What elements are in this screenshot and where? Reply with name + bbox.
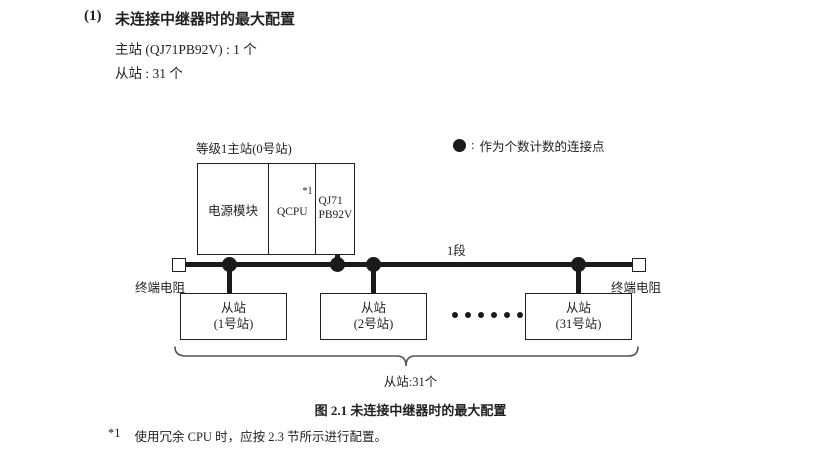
segment-label: 1段 [447, 244, 466, 258]
master-rack: 电源模块 QCPU *1 QJ71 PB92V [197, 163, 355, 255]
network-module-line2: PB92V [318, 209, 353, 221]
master-station-label: 等级1主站(0号站) [196, 142, 292, 156]
terminator-left-icon [172, 258, 186, 272]
slave-name-2: 从站 [360, 300, 386, 315]
legend-label: 作为个数计数的连接点 [479, 140, 605, 154]
terminator-right-icon [632, 258, 646, 272]
ellipsis-dot [478, 312, 484, 318]
slave-name-1: 从站 [220, 300, 246, 315]
slave-box-2: 从站 (2号站) [320, 293, 427, 340]
slave-drop-line-31 [576, 264, 581, 294]
slave-drop-line-1 [227, 264, 232, 294]
slave-station-31: (31号站) [555, 316, 602, 331]
ellipsis-dot [491, 312, 497, 318]
network-module-cell: QJ71 PB92V [316, 164, 354, 254]
ellipsis-dot [504, 312, 510, 318]
brace-label: 从站:31个 [383, 375, 438, 389]
slave-drop-line-2 [371, 264, 376, 294]
footnote: *1 使用冗余 CPU 时，应按 2.3 节所示进行配置。 [108, 426, 387, 445]
slave-station-2: (2号站) [353, 316, 394, 331]
bus-trunk-line [180, 262, 632, 267]
terminator-right-label: 终端电阻 [611, 281, 662, 295]
cpu-module-cell: QCPU *1 [269, 164, 317, 254]
terminator-left-label: 终端电阻 [135, 281, 186, 295]
section-number: (1) [84, 8, 102, 24]
slave-group-brace [174, 346, 639, 367]
connection-node-master [330, 257, 345, 272]
slave-name-31: 从站 [565, 300, 591, 315]
ellipsis-dot [517, 312, 523, 318]
legend: : 作为个数计数的连接点 [453, 136, 605, 155]
network-module-line1: QJ71 [318, 195, 343, 208]
cpu-footnote-marker: *1 [302, 186, 313, 197]
cpu-module-label: QCPU [276, 206, 308, 218]
spec-slave-count: 从站 : 31 个 [115, 66, 183, 81]
network-module-label: QJ71 PB92V [316, 195, 354, 222]
spec-master-count: 主站 (QJ71PB92V) : 1 个 [115, 42, 257, 57]
power-module-label: 电源模块 [208, 203, 259, 218]
footnote-text: 使用冗余 CPU 时，应按 2.3 节所示进行配置。 [134, 430, 387, 444]
footnote-marker: *1 [108, 426, 121, 440]
slave-box-1: 从站 (1号站) [180, 293, 287, 340]
ellipsis-dot [452, 312, 458, 318]
ellipsis-dots-icon [452, 312, 523, 318]
section-title: 未连接中继器时的最大配置 [115, 12, 296, 28]
legend-separator: : [471, 138, 475, 152]
slave-box-31: 从站 (31号站) [525, 293, 632, 340]
filled-circle-icon [453, 139, 466, 152]
slave-station-1: (1号站) [213, 316, 254, 331]
ellipsis-dot [465, 312, 471, 318]
figure-caption: 图 2.1 未连接中继器时的最大配置 [314, 403, 507, 418]
power-module-cell: 电源模块 [198, 164, 270, 254]
